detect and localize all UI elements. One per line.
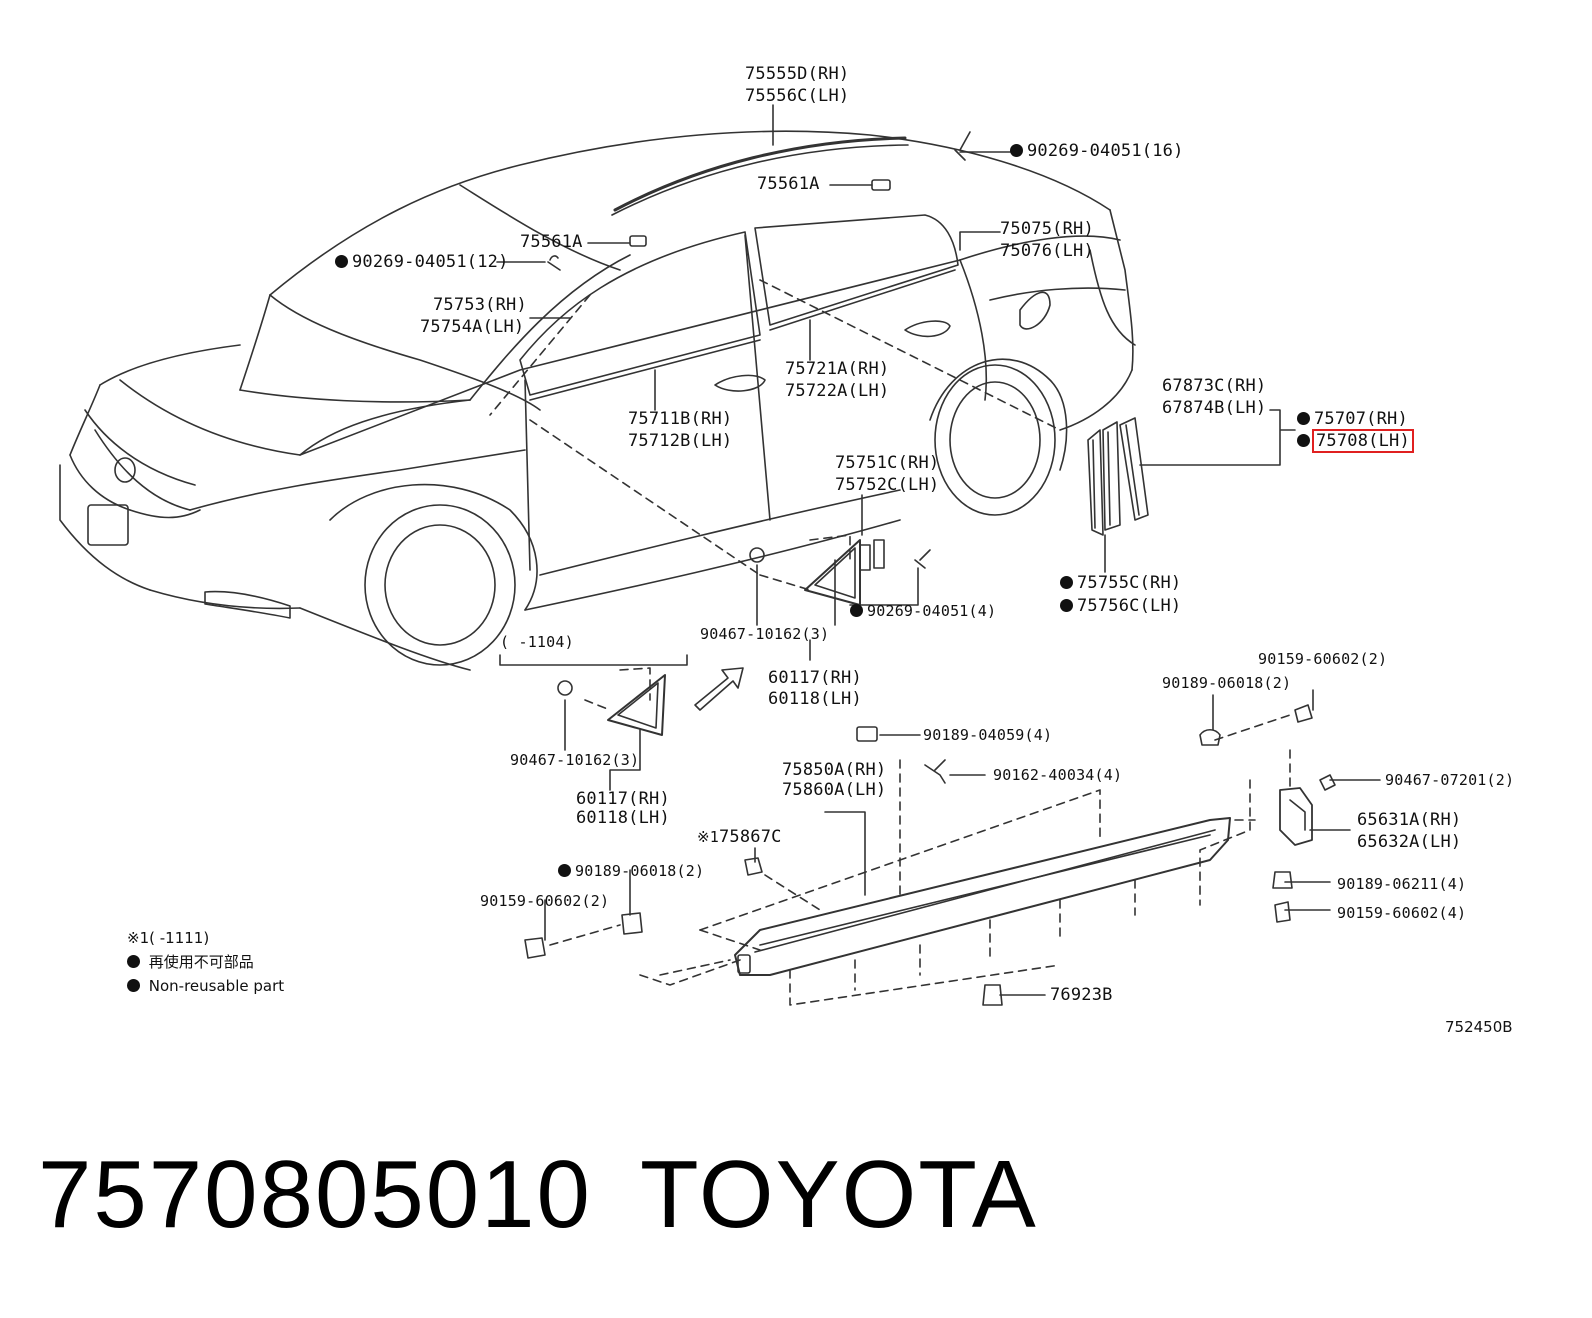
label-75708[interactable]: 75708(LH)	[1297, 429, 1414, 453]
non-reusable-dot-icon	[1297, 434, 1310, 447]
label-90159-60602-top: 90159-60602(2)	[1258, 650, 1388, 668]
label-75707: 75707(RH)	[1297, 409, 1408, 430]
label-75860a: 75860A(LH)	[782, 780, 887, 800]
non-reusable-dot-icon	[127, 955, 140, 968]
label-75867c: ※175867C	[697, 827, 782, 848]
label-75556c: 75556C(LH)	[745, 86, 850, 106]
label-75721a: 75721A(RH)	[785, 359, 890, 379]
label-60117-b: 60117(RH)	[576, 789, 670, 809]
label-76923b: 76923B	[1050, 985, 1113, 1005]
label-60118-a: 60118(LH)	[768, 689, 862, 709]
label-75755c: 75755C(RH)	[1060, 573, 1181, 594]
non-reusable-dot-icon	[1297, 412, 1310, 425]
label-75752c: 75752C(LH)	[835, 475, 940, 495]
legend-note-1111: ※1( -1111)	[127, 929, 210, 947]
label-90189-06018-bot: 90189-06018(2)	[558, 862, 704, 881]
label-90159-60602-bot: 90159-60602(2)	[480, 892, 610, 910]
label-75555d: 75555D(RH)	[745, 64, 850, 84]
part-75867c: 75867C	[719, 827, 782, 847]
label-75076: 75076(LH)	[1000, 241, 1094, 261]
non-reusable-dot-icon	[1060, 576, 1073, 589]
non-reusable-dot-icon	[127, 979, 140, 992]
non-reusable-dot-icon	[1060, 599, 1073, 612]
label-90467-10162-a: 90467-10162(3)	[700, 625, 830, 643]
non-reusable-dot-icon	[335, 255, 348, 268]
label-75850a: 75850A(RH)	[782, 760, 887, 780]
part-90269-04051-4: 90269-04051(4)	[867, 602, 997, 620]
label-67874b: 67874B(LH)	[1162, 398, 1267, 418]
part-75708-highlighted[interactable]: 75708(LH)	[1312, 429, 1414, 453]
part-75755c: 75755C(RH)	[1077, 573, 1182, 593]
label-75754a: 75754A(LH)	[420, 317, 525, 337]
car-illustration	[59, 130, 1136, 671]
label-90189-06211: 90189-06211(4)	[1337, 875, 1467, 893]
label-90159-60602-4: 90159-60602(4)	[1337, 904, 1467, 922]
non-reusable-dot-icon	[558, 864, 571, 877]
part-90269-04051-16: 90269-04051(16)	[1027, 141, 1184, 161]
label-75561a-left: 75561A	[520, 232, 583, 252]
label-75722a: 75722A(LH)	[785, 381, 890, 401]
label-75075: 75075(RH)	[1000, 219, 1094, 239]
label-60117-a: 60117(RH)	[768, 668, 862, 688]
legend-jp-text: 再使用不可部品	[148, 953, 254, 971]
brand-title: TOYOTA	[640, 1141, 1038, 1248]
non-reusable-dot-icon	[850, 604, 863, 617]
label-75756c: 75756C(LH)	[1060, 596, 1181, 617]
label-90189-06018-top: 90189-06018(2)	[1162, 674, 1292, 692]
label-90269-4: 90269-04051(4)	[850, 602, 996, 621]
label-90467-07201: 90467-07201(2)	[1385, 771, 1515, 789]
non-reusable-dot-icon	[1010, 144, 1023, 157]
legend: ※1( -1111) 再使用不可部品 Non-reusable part	[127, 926, 284, 998]
label-60118-b: 60118(LH)	[576, 808, 670, 828]
label-65632a: 65632A(LH)	[1357, 832, 1462, 852]
label-90162-40034: 90162-40034(4)	[993, 766, 1123, 784]
legend-jp: 再使用不可部品	[127, 950, 284, 974]
label-90269-16: 90269-04051(16)	[1010, 141, 1184, 162]
label-90189-04059: 90189-04059(4)	[923, 726, 1053, 744]
legend-en: Non-reusable part	[127, 974, 284, 998]
part-90269-04051-12: 90269-04051(12)	[352, 252, 509, 272]
label-90269-12: 90269-04051(12)	[335, 252, 509, 273]
label-65631a: 65631A(RH)	[1357, 810, 1462, 830]
legend-en-text: Non-reusable part	[148, 977, 285, 995]
label-75753: 75753(RH)	[433, 295, 527, 315]
label-90467-10162-b: 90467-10162(3)	[510, 751, 640, 769]
label-75711b: 75711B(RH)	[628, 409, 733, 429]
label-67873c: 67873C(RH)	[1162, 376, 1267, 396]
label-75712b: 75712B(LH)	[628, 431, 733, 451]
note-mark: ※1	[697, 828, 719, 846]
diagram-reference-code: 752450B	[1445, 1018, 1513, 1036]
label-75561a-top: 75561A	[757, 174, 820, 194]
part-75756c: 75756C(LH)	[1077, 596, 1182, 616]
part-number-title: 7570805010	[38, 1141, 592, 1248]
part-75707: 75707(RH)	[1314, 409, 1408, 429]
label-1104: ( -1104)	[500, 633, 574, 651]
label-75751c: 75751C(RH)	[835, 453, 940, 473]
part-90189-06018-bot: 90189-06018(2)	[575, 862, 705, 880]
